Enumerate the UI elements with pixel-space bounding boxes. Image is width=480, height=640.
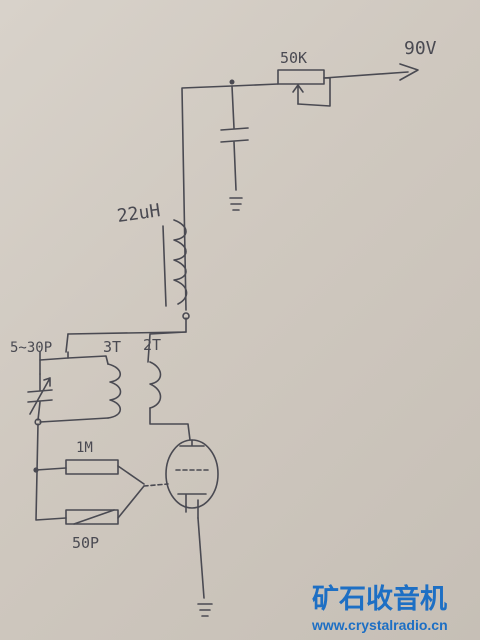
capacitor-right-lead (117, 485, 145, 519)
capacitor-label: 50P (72, 534, 99, 552)
cathode-ground-wire (197, 517, 205, 599)
potentiometer-wiper (292, 84, 304, 105)
primary-coil-bottom-lead (39, 417, 109, 423)
watermark-url: www.crystalradio.cn (311, 617, 448, 633)
potentiometer-body (277, 69, 325, 85)
inductor-label: 22uH (116, 200, 162, 227)
coil-primary-label: 3T (103, 338, 121, 356)
capacitor-arrow (73, 509, 115, 525)
resistor-label: 1M (76, 440, 93, 456)
decoupling-cap-plate-1 (220, 127, 249, 131)
trimmer-cap-lead (37, 373, 41, 421)
vacuum-tube-envelope (165, 439, 219, 509)
coil-secondary-label: 2T (143, 336, 161, 354)
trimmer-cap-plate-1 (27, 389, 53, 393)
grid-upper-branch-wire (35, 467, 67, 471)
inductor-core-line (162, 225, 167, 307)
trimmer-cap-arrow (29, 377, 51, 415)
watermark-site-name: 矿石收音机 (312, 583, 447, 615)
decoupling-cap-lead-bottom (233, 141, 237, 191)
resistor-right-lead (117, 465, 145, 485)
left-rail-wire (39, 333, 69, 375)
supply-arrow (399, 63, 419, 81)
tube-cathode (177, 493, 207, 507)
grid-network-junction-dot (33, 467, 39, 473)
ground-symbol-top (229, 197, 243, 211)
top-junction-dot (229, 79, 235, 85)
inductor-winding (173, 219, 188, 305)
tube-plate (179, 439, 205, 447)
trimmer-label: 5~30P (10, 340, 52, 356)
primary-coil-top-lead (67, 355, 109, 365)
top-rail-wire (181, 83, 279, 311)
supply-voltage-label: 90V (404, 38, 437, 59)
tube-heater (185, 499, 199, 519)
grid-input-wire (35, 423, 67, 521)
decoupling-cap-lead-top (231, 85, 235, 129)
ground-symbol-bottom (197, 603, 213, 617)
secondary-coil-winding (149, 361, 162, 409)
secondary-coil-top-lead (147, 331, 187, 363)
supply-wire (323, 71, 409, 79)
primary-coil-winding (107, 363, 122, 419)
trimmer-cap-plate-2 (27, 399, 53, 403)
coil-top-wire (67, 317, 187, 335)
secondary-coil-bottom-lead (149, 407, 191, 441)
grid-to-tube-wire (143, 483, 169, 487)
potentiometer-label: 50K (280, 49, 307, 67)
resistor-1m-body (65, 459, 119, 475)
decoupling-cap-plate-2 (220, 139, 249, 143)
